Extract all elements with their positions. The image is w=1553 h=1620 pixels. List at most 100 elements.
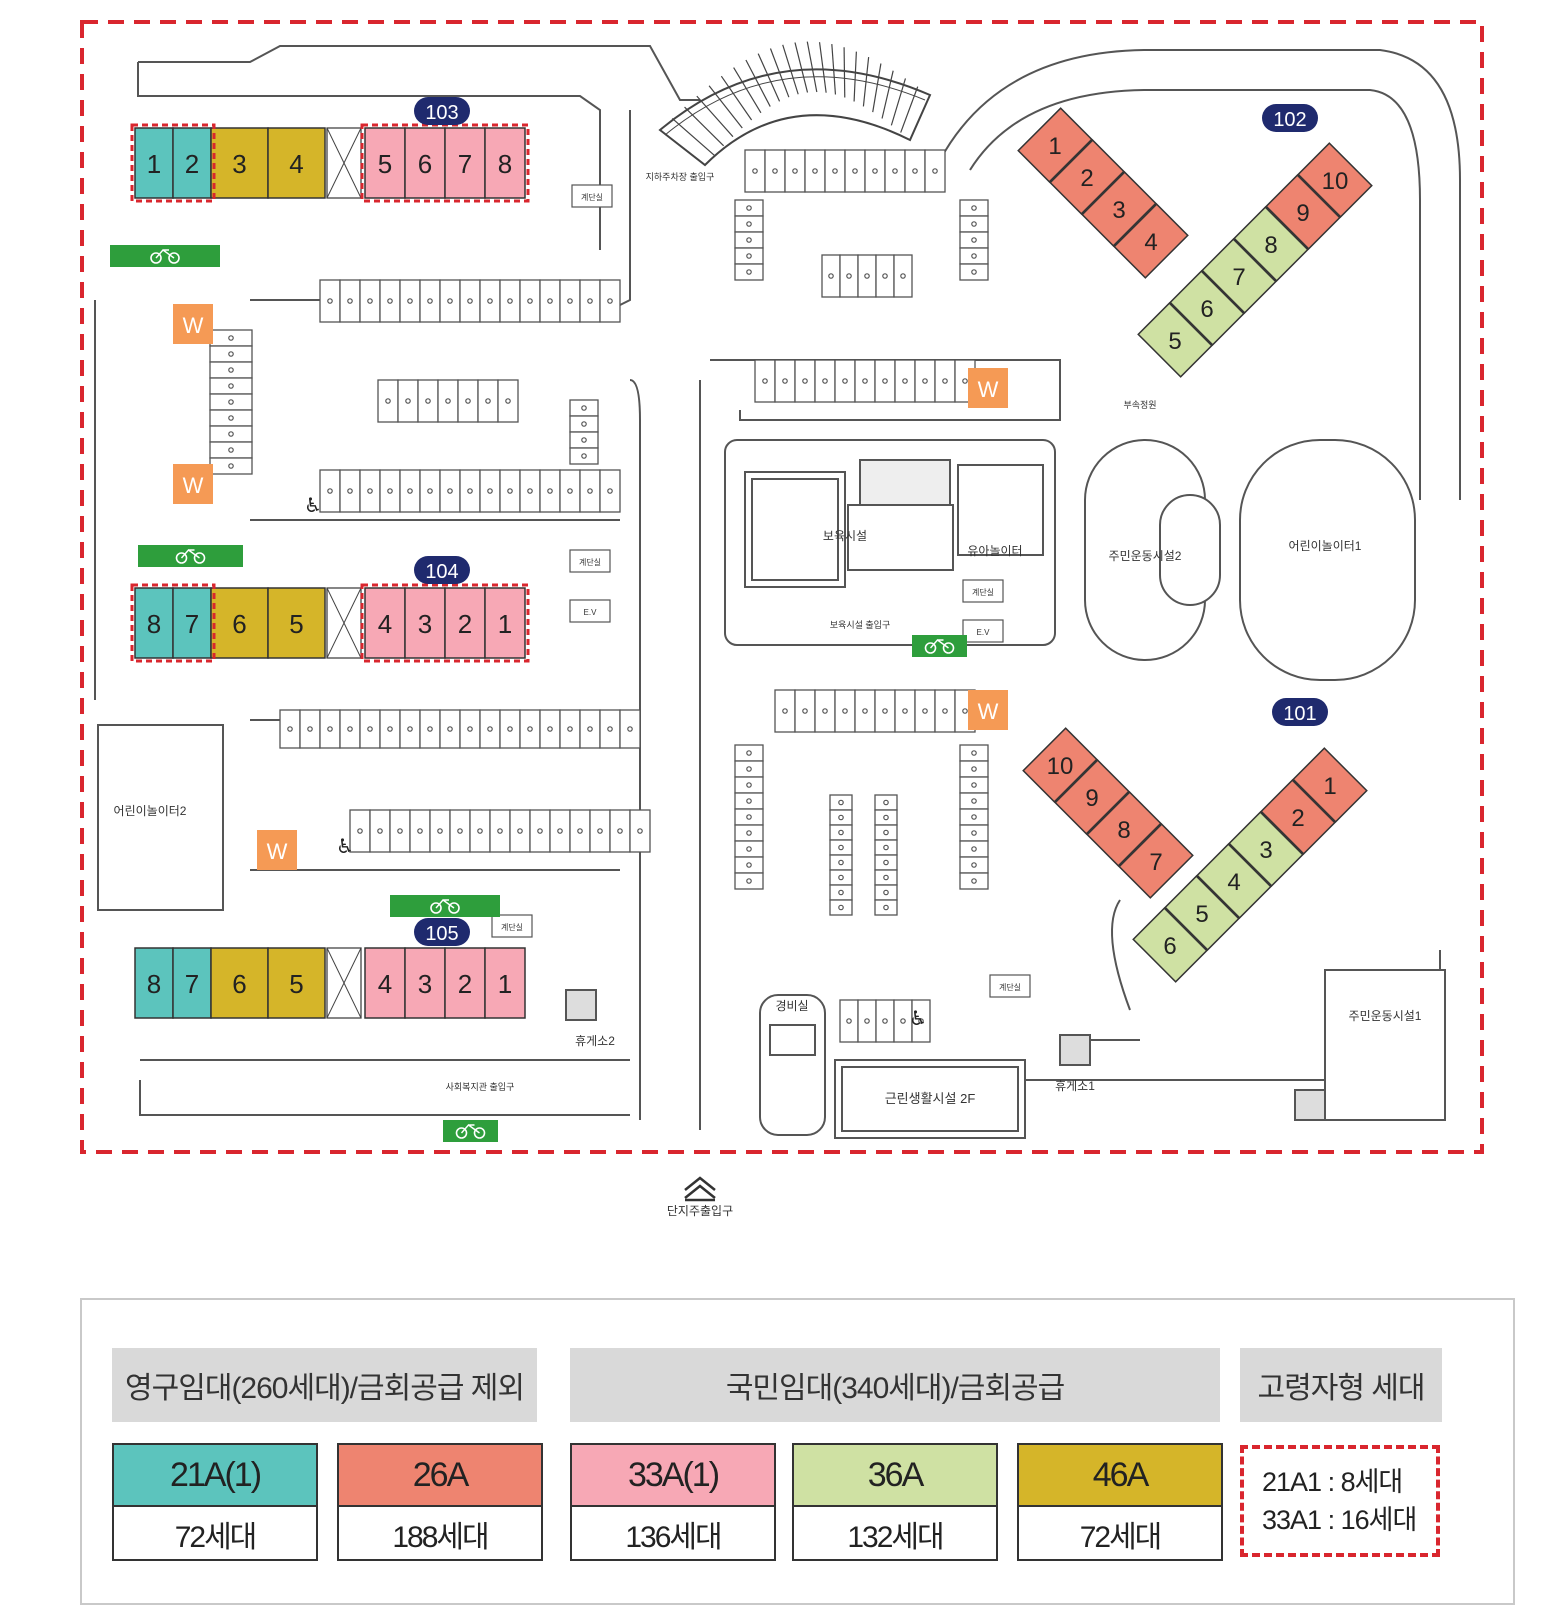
legend-senior-box: 21A1 : 8세대 33A1 : 16세대 — [1240, 1445, 1440, 1557]
legend-type-21A1: 21A(1) — [114, 1445, 316, 1507]
underground-parking-canopy — [658, 41, 932, 167]
bicycle-parking-icon — [443, 1120, 498, 1142]
legend-count-36A: 132세대 — [847, 1521, 944, 1554]
children-play2-label: 어린이놀이터2 — [114, 804, 187, 818]
senior-sep: : — [1321, 1505, 1341, 1535]
legend-group-permanent-rental: 영구임대(260세대)/금회공급 제외 — [112, 1348, 537, 1422]
rest1-label: 휴게소1 — [1055, 1079, 1095, 1093]
senior-sep: : — [1321, 1467, 1341, 1497]
unit-102-9 — [1265, 174, 1341, 250]
unit-number: 5 — [1168, 328, 1181, 355]
unit-102-10 — [1297, 142, 1373, 218]
unit-101-4 — [1196, 843, 1272, 919]
childcare-entrance-label: 보육시설 출입구 — [830, 619, 890, 630]
toddler-play-label: 유아놀이터 — [967, 544, 1022, 558]
unit-number: 3 — [1112, 197, 1125, 224]
welfare-entrance-label: 사회복지관 출입구 — [446, 1081, 515, 1092]
rest2-label: 휴게소2 — [575, 1034, 615, 1048]
legend-type-33A1: 33A(1) — [572, 1445, 774, 1507]
stair-label: 계단실 — [579, 557, 601, 567]
unit-number: 7 — [458, 149, 472, 179]
unit-number: 1 — [498, 609, 512, 639]
unit-number: 1 — [498, 969, 512, 999]
bicycle-parking-icon — [110, 245, 220, 267]
unit-number: 3 — [418, 609, 432, 639]
legend-senior-row-21A1: 21A1 : 8세대 — [1262, 1463, 1418, 1501]
legend-card-26A: 26A 188세대 — [337, 1443, 543, 1561]
unit-103-3 — [210, 127, 269, 199]
bicycle-parking-icon — [390, 895, 500, 917]
unit-104-6 — [210, 587, 269, 659]
unit-101-5 — [1164, 875, 1240, 951]
unit-number: 7 — [185, 969, 199, 999]
legend-count-33A1: 136세대 — [625, 1521, 722, 1554]
guard-label: 경비실 — [775, 999, 808, 1013]
accessible-parking-icon: ♿ — [909, 1008, 927, 1030]
unit-102-3 — [1081, 171, 1157, 247]
unit-number: 2 — [185, 149, 199, 179]
svg-text:W: W — [183, 473, 204, 498]
stair-label: 계단실 — [581, 192, 603, 202]
unit-number: 2 — [458, 969, 472, 999]
unit-101-3 — [1228, 811, 1304, 887]
unit-104-1 — [484, 587, 526, 659]
unit-number: 5 — [289, 609, 303, 639]
unit-102-1 — [1017, 107, 1093, 183]
unit-number: 2 — [1291, 805, 1304, 832]
site-plan-map: 보육시설 유아놀이터 주민운동시설2 어린이놀이터1 어린이놀이터2 주민운동시… — [80, 20, 1484, 1218]
underground-parking-entrance-label: 지하주차장 출입구 — [646, 171, 715, 182]
svg-text:♿: ♿ — [909, 1008, 927, 1030]
unit-number: 5 — [289, 969, 303, 999]
unit-102-7 — [1201, 238, 1277, 314]
senior-count: 16세대 — [1340, 1505, 1418, 1535]
unit-101-6 — [1132, 907, 1208, 983]
ev-label: E.V — [584, 608, 598, 617]
stair-label: 계단실 — [972, 587, 994, 597]
children-play1-area — [1239, 439, 1416, 681]
legend-type-46A: 46A — [1019, 1445, 1221, 1507]
unit-number: 4 — [1227, 869, 1240, 896]
unit-103-4 — [267, 127, 326, 199]
unit-number: 8 — [1264, 232, 1277, 259]
legend-card-21A1: 21A(1) 72세대 — [112, 1443, 318, 1561]
legend-group-national-rental: 국민임대(340세대)/금회공급 — [570, 1348, 1220, 1422]
unit-104-5 — [267, 587, 326, 659]
legend-card-46A: 46A 72세대 — [1017, 1443, 1223, 1561]
unit-101-1 — [1292, 747, 1368, 823]
unit-101-8 — [1086, 791, 1162, 867]
unit-101-2 — [1260, 779, 1336, 855]
building-label-105: 105 — [425, 923, 458, 945]
legend-count-46A: 72세대 — [1079, 1521, 1163, 1554]
waste-facility-icon: W — [173, 464, 213, 504]
waste-facility-icon: W — [257, 830, 297, 870]
unit-number: 7 — [1232, 264, 1245, 291]
unit-number: 9 — [1085, 785, 1098, 812]
svg-text:♿: ♿ — [336, 836, 354, 858]
legend-senior-row-33A1: 33A1 : 16세대 — [1262, 1501, 1418, 1539]
unit-102-4 — [1113, 203, 1189, 279]
unit-number: 9 — [1296, 200, 1309, 227]
svg-text:W: W — [978, 699, 999, 724]
unit-number: 3 — [1259, 837, 1272, 864]
unit-number: 8 — [1117, 817, 1130, 844]
unit-102-8 — [1233, 206, 1309, 282]
main-entrance-icon — [684, 1176, 716, 1202]
unit-104-3 — [404, 587, 446, 659]
neighborhood-facility — [834, 1059, 1026, 1139]
site-boundary — [80, 20, 1484, 1154]
unit-103-6 — [404, 127, 446, 199]
unit-101-9 — [1054, 759, 1130, 835]
unit-number: 4 — [1144, 229, 1157, 256]
unit-105-4 — [364, 947, 406, 1019]
building-label-103: 103 — [425, 102, 458, 124]
parking-areas — [209, 149, 989, 1043]
senior-type: 21A1 — [1262, 1467, 1322, 1497]
legend-count-21A1: 72세대 — [174, 1521, 258, 1554]
unit-number: 6 — [232, 609, 246, 639]
resident-sports1-area — [1324, 969, 1446, 1121]
unit-number: 2 — [1080, 165, 1093, 192]
facility-boxes — [97, 439, 1446, 1139]
